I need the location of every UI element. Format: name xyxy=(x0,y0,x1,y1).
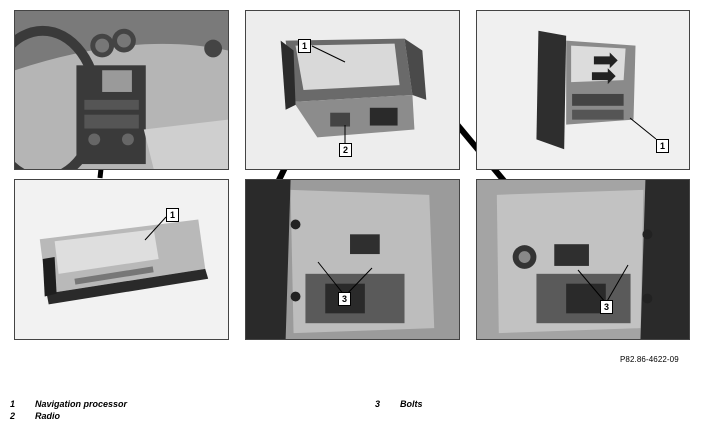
legend-text: Navigation processor xyxy=(35,399,128,409)
callout-label: 3 xyxy=(338,292,351,306)
legend-text: Radio xyxy=(35,411,61,421)
callout-label: 1 xyxy=(656,139,669,153)
photo-navigation-processor xyxy=(14,179,229,340)
callout-label: 1 xyxy=(166,208,179,222)
photo-unit-slide xyxy=(476,10,690,170)
photo-bolts-left xyxy=(245,179,460,340)
legend-number: 1 xyxy=(10,399,16,409)
callout-label: 1 xyxy=(298,39,311,53)
callout-label: 3 xyxy=(600,300,613,314)
legend-text: Bolts xyxy=(400,399,423,409)
callout-label: 2 xyxy=(339,143,352,157)
photo-radio-assembly xyxy=(245,10,460,170)
legend-number: 3 xyxy=(375,399,381,409)
photo-bolts-right xyxy=(476,179,690,340)
reference-code: P82.86-4622-09 xyxy=(620,355,679,364)
legend-number: 2 xyxy=(10,411,16,421)
photo-dashboard xyxy=(14,10,229,170)
